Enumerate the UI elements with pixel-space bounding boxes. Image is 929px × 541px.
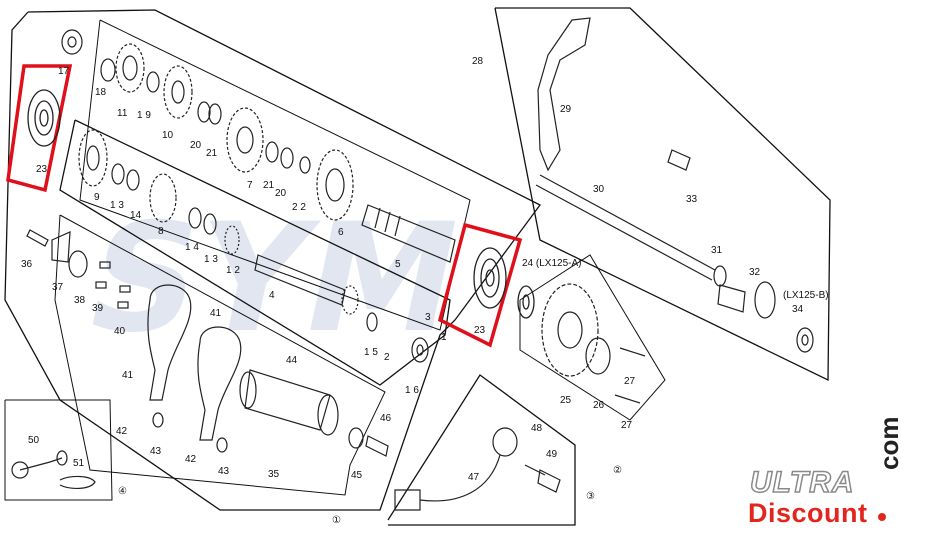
part-label-p29: 29 xyxy=(560,104,572,115)
group-2-label: ② xyxy=(613,465,622,476)
part-label-p6: 6 xyxy=(338,227,344,238)
group-1-label: ① xyxy=(332,515,341,526)
part-label-p13b: 1 3 xyxy=(204,254,218,265)
part-label-p42b: 42 xyxy=(185,454,197,465)
lower-gear-set xyxy=(78,129,429,363)
part-label-p5: 5 xyxy=(395,259,401,270)
part-label-p25: 25 xyxy=(560,395,572,406)
group-3-label: ③ xyxy=(586,491,595,502)
part-label-p14a: 14 xyxy=(130,210,142,221)
part-label-p39: 39 xyxy=(92,303,104,314)
part-label-p36: 36 xyxy=(21,259,33,270)
part-label-p12: 1 2 xyxy=(226,265,240,276)
kickstart-assembly xyxy=(535,17,814,404)
part-label-p41b: 41 xyxy=(122,370,134,381)
part-label-p30: 30 xyxy=(593,184,605,195)
brand-ultra: ULTRA xyxy=(749,465,855,500)
part-label-p46: 46 xyxy=(380,413,392,424)
part-label-p1: 1 xyxy=(441,332,447,343)
part-label-p32: 32 xyxy=(749,267,761,278)
part-label-p2: 2 xyxy=(384,352,390,363)
part-label-p3: 3 xyxy=(425,312,431,323)
part-label-p27b: 27 xyxy=(621,420,633,431)
part-label-p7: 7 xyxy=(247,180,253,191)
part-label-p47: 47 xyxy=(468,472,480,483)
part-label-p44: 44 xyxy=(286,355,298,366)
part-label-p38: 38 xyxy=(74,295,86,306)
part-label-p43b: 43 xyxy=(218,466,230,477)
sensor-and-detent xyxy=(11,427,561,511)
part-label-p20b: 20 xyxy=(275,188,287,199)
part-label-p14b: 1 4 xyxy=(185,242,199,253)
part-label-p31: 31 xyxy=(711,245,723,256)
part-label-p8: 8 xyxy=(158,226,164,237)
part-label-p24: 24 (LX125-A) xyxy=(522,258,581,269)
part-label-p32b: (LX125-B) xyxy=(783,290,829,301)
part-label-p22: 2 2 xyxy=(292,202,306,213)
group-markers: ① ② ③ ④ xyxy=(118,465,622,526)
part-label-p33: 33 xyxy=(686,194,698,205)
part-label-p35: 35 xyxy=(268,469,280,480)
part-label-p11: 11 xyxy=(117,108,128,119)
group-4-label: ④ xyxy=(118,486,127,497)
part-label-p41a: 41 xyxy=(210,308,222,319)
part-label-p9: 9 xyxy=(94,192,100,203)
bearings xyxy=(27,89,535,319)
part-label-p21a: 21 xyxy=(206,148,218,159)
part-label-p21b: 21 xyxy=(263,180,275,191)
part-label-p42a: 42 xyxy=(116,426,128,437)
part-label-p23a: 23 xyxy=(36,164,48,175)
part-label-p20a: 20 xyxy=(190,140,202,151)
part-label-p15: 1 5 xyxy=(364,347,378,358)
part-label-p10: 10 xyxy=(162,130,174,141)
part-label-p34: 34 xyxy=(792,304,804,315)
frame-lines xyxy=(4,7,831,526)
part-label-p26: 26 xyxy=(593,400,605,411)
part-label-p27a: 27 xyxy=(624,376,636,387)
part-label-p17: 17 xyxy=(58,66,70,77)
brand-com: com xyxy=(874,416,904,470)
shift-drum-forks xyxy=(26,229,389,457)
part-label-p13a: 1 3 xyxy=(110,200,124,211)
brand-dot xyxy=(878,513,886,521)
part-label-p28: 28 xyxy=(472,56,484,67)
part-label-p48: 48 xyxy=(531,423,543,434)
part-label-p50: 50 xyxy=(28,435,40,446)
part-label-p40: 40 xyxy=(114,326,126,337)
part-label-p19: 1 9 xyxy=(137,110,151,121)
part-label-p16: 1 6 xyxy=(405,385,419,396)
part-label-p4: 4 xyxy=(269,290,275,301)
part-label-p37: 37 xyxy=(52,282,64,293)
upper-gear-set xyxy=(61,29,456,263)
part-label-p43a: 43 xyxy=(150,446,162,457)
part-label-p49: 49 xyxy=(546,449,558,460)
part-label-p23b: 23 xyxy=(474,325,486,336)
highlight-boxes xyxy=(6,64,523,348)
part-label-p18: 18 xyxy=(95,87,107,98)
brand-discount: Discount xyxy=(748,498,868,528)
part-label-p51: 51 xyxy=(73,458,85,469)
part-label-p45: 45 xyxy=(351,470,363,481)
